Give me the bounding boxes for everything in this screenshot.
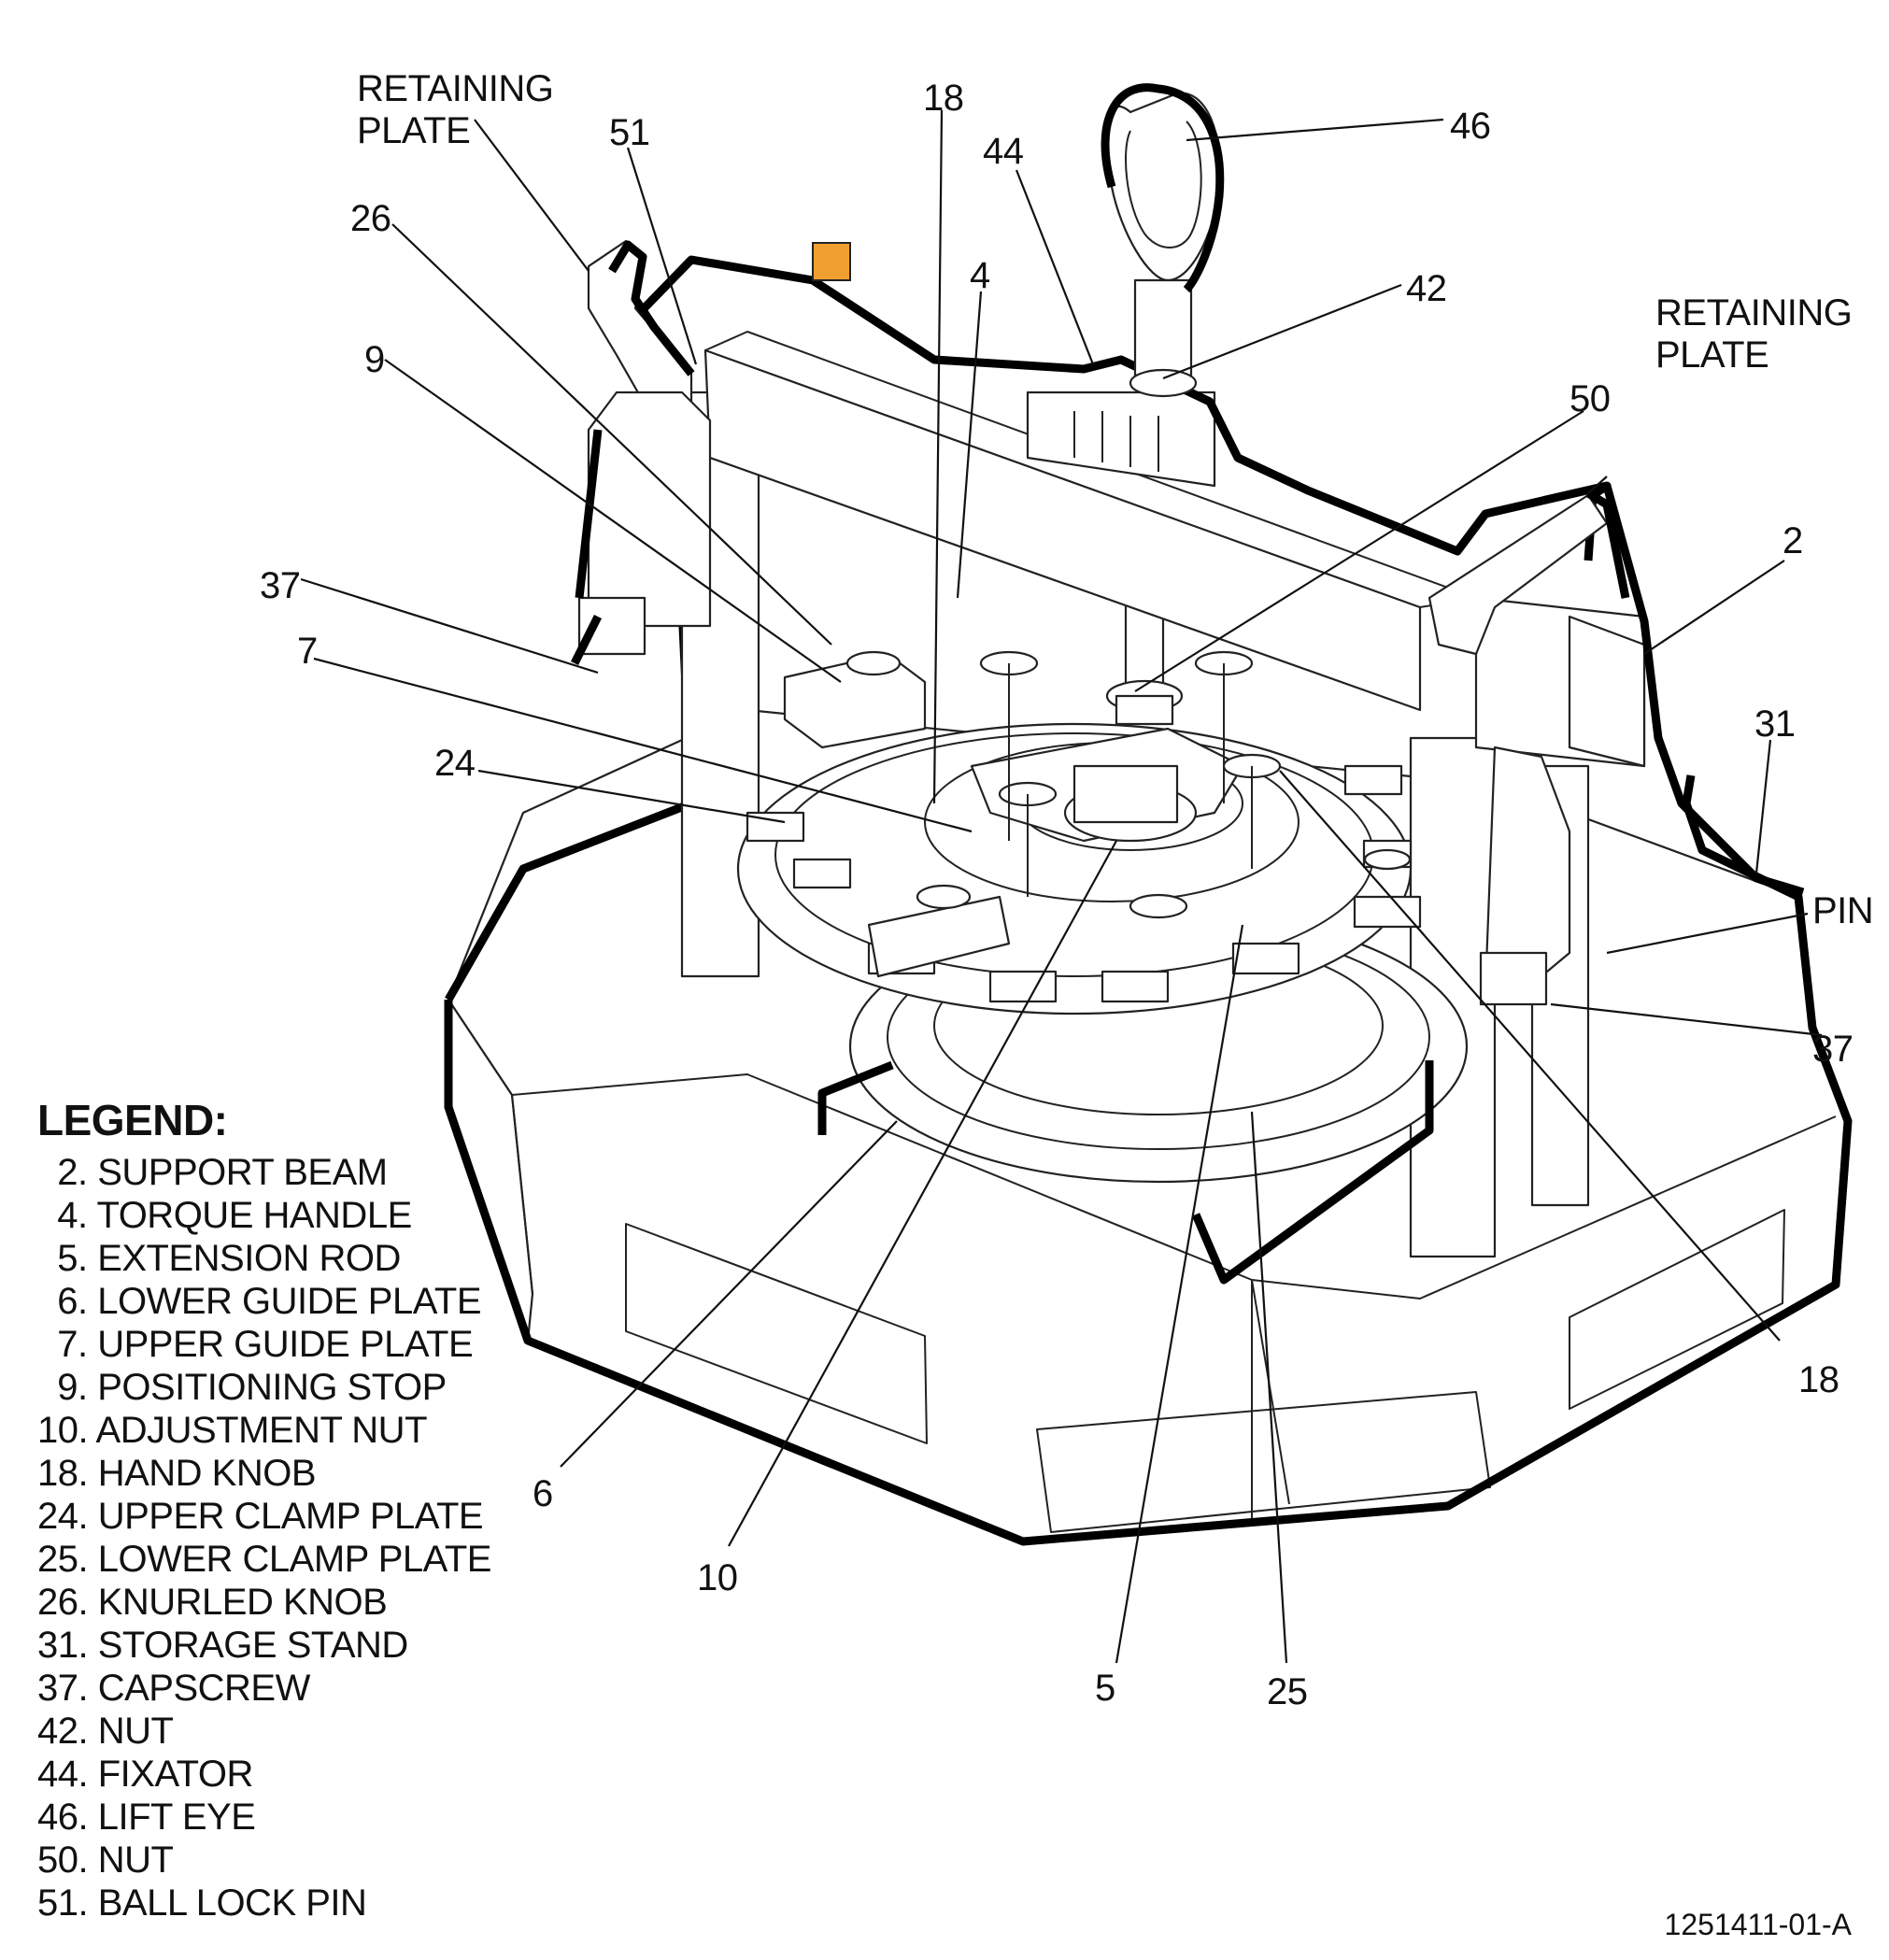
callout-25: 25 (1267, 1671, 1308, 1712)
legend-item: 7. UPPER GUIDE PLATE (37, 1324, 474, 1365)
legend-item: 4. TORQUE HANDLE (37, 1195, 412, 1236)
legend-item: 10. ADJUSTMENT NUT (37, 1410, 427, 1451)
callout-retaining-plate-right: RETAINING (1655, 292, 1852, 334)
callout-24: 24 (434, 743, 476, 784)
callout-46: 46 (1450, 106, 1491, 147)
legend-item: 46. LIFT EYE (37, 1797, 256, 1838)
legend: LEGEND: 2. SUPPORT BEAM 4. TORQUE HANDLE… (37, 1095, 491, 1924)
callout-37-right: 37 (1812, 1029, 1853, 1070)
callout-4: 4 (970, 255, 990, 296)
legend-item: 37. CAPSCREW (37, 1668, 310, 1709)
legend-item: 50. NUT (37, 1839, 174, 1881)
support-beam (703, 331, 1646, 768)
legend-item: 24. UPPER CLAMP PLATE (37, 1496, 484, 1537)
callout-9: 9 (364, 339, 385, 380)
positioning-stops (783, 650, 1412, 978)
callout-50: 50 (1569, 378, 1611, 419)
callout-pin: PIN (1812, 890, 1873, 931)
callout-26: 26 (350, 198, 391, 239)
upper-guide-plate (970, 727, 1244, 843)
callout-2: 2 (1782, 520, 1803, 561)
leader-lines (300, 109, 1823, 1664)
callout-retaining-plate-left: PLATE (357, 110, 470, 151)
legend-list: 2. SUPPORT BEAM 4. TORQUE HANDLE 5. EXTE… (37, 1151, 491, 1924)
legend-item: 51. BALL LOCK PIN (37, 1882, 367, 1924)
callout-31: 31 (1754, 703, 1796, 745)
callout-18-top: 18 (923, 78, 964, 119)
legend-item: 26. KNURLED KNOB (37, 1582, 388, 1623)
right-retaining-plate (1427, 493, 1609, 1006)
callout-42: 42 (1406, 268, 1447, 309)
callout-51: 51 (609, 112, 650, 153)
legend-item: 9. POSITIONING STOP (37, 1367, 447, 1408)
callout-44: 44 (983, 131, 1024, 172)
extension-rod (1105, 596, 1184, 726)
callout-7: 7 (297, 631, 318, 672)
callout-5: 5 (1095, 1668, 1115, 1709)
stand-heavy-outline (444, 774, 1853, 1546)
legend-item: 18. HAND KNOB (37, 1453, 317, 1494)
beam-heavy-outline (622, 255, 1805, 897)
legend-item: 31. STORAGE STAND (37, 1625, 408, 1666)
callout-retaining-plate-left: RETAINING (357, 68, 553, 109)
hand-knobs (979, 650, 1282, 919)
legend-item: 2. SUPPORT BEAM (37, 1152, 388, 1193)
callout-37-left: 37 (260, 565, 301, 606)
orange-bracket-highlight (812, 242, 851, 281)
callout-6: 6 (533, 1473, 553, 1514)
legend-title: LEGEND: (37, 1096, 228, 1144)
callout-10: 10 (697, 1557, 738, 1598)
legend-item: 5. EXTENSION ROD (37, 1238, 401, 1279)
callout-18-bottom: 18 (1798, 1359, 1839, 1400)
lift-eye-outline (1101, 83, 1225, 293)
callout-retaining-plate-right: PLATE (1655, 334, 1768, 376)
legend-item: 42. NUT (37, 1711, 174, 1752)
legend-item: 25. LOWER CLAMP PLATE (37, 1539, 491, 1580)
drawing-number: 1251411-01-A (1664, 1908, 1852, 1941)
left-retaining-plate (577, 239, 712, 656)
legend-item: 6. LOWER GUIDE PLATE (37, 1281, 482, 1322)
legend-item: 44. FIXATOR (37, 1754, 253, 1795)
